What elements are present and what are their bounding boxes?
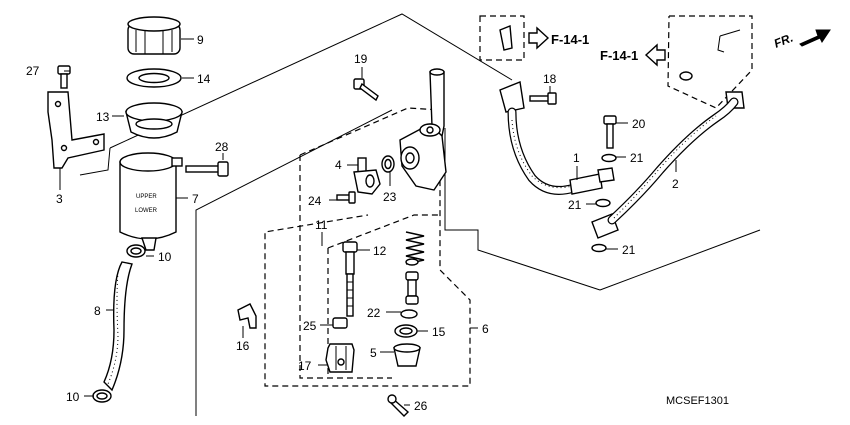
front-direction-arrow-icon — [799, 29, 831, 47]
dashed-group-outlines — [264, 15, 753, 387]
callout-6: 6 — [482, 322, 489, 336]
nut-part-25 — [332, 317, 348, 329]
callout-3: 3 — [56, 192, 63, 206]
callout-21-c: 21 — [622, 243, 636, 257]
cup-part-22 — [400, 309, 418, 319]
push-rod-part-12 — [342, 241, 358, 317]
bolt-part-28 — [185, 161, 229, 177]
callout-18: 18 — [543, 72, 557, 86]
callout-9: 9 — [197, 33, 204, 47]
front-direction-label: FR. — [772, 31, 795, 51]
callout-22: 22 — [367, 306, 381, 320]
hose-clip-lower — [92, 389, 112, 403]
callout-1: 1 — [573, 151, 580, 165]
reservoir-joint-part-4 — [353, 157, 381, 195]
callout-2: 2 — [672, 177, 679, 191]
callout-21-a: 21 — [630, 151, 644, 165]
bolt-part-20 — [603, 115, 617, 149]
reservoir-plate — [126, 68, 182, 88]
reservoir-upper-mark: UPPER — [136, 194, 157, 200]
callout-11: 11 — [315, 218, 328, 232]
callout-17: 17 — [298, 359, 312, 373]
o-ring-part-23 — [381, 155, 395, 173]
return-spring — [405, 231, 425, 265]
callout-28: 28 — [215, 140, 229, 154]
callout-20: 20 — [632, 117, 646, 131]
screw-part-24 — [336, 191, 356, 204]
bolt-part-18 — [529, 92, 557, 105]
reservoir-lower-mark: LOWER — [135, 208, 158, 214]
boot-part-5 — [393, 343, 421, 367]
banjo-fitting-icons — [499, 25, 741, 81]
reference-label-right: F-14-1 — [551, 32, 589, 47]
assembly-outline-lines — [79, 13, 761, 416]
callout-24: 24 — [308, 194, 322, 208]
front-direction-indicator: FR. — [772, 29, 831, 51]
callout-13: 13 — [96, 110, 110, 124]
reservoir-cap — [127, 16, 181, 55]
piston — [405, 258, 419, 305]
reference-label-left: F-14-1 — [600, 48, 638, 63]
reference-arrow-left: F-14-1 — [600, 43, 666, 67]
callout-numbers: 9 14 13 27 28 3 7 10 8 10 19 4 23 24 11 … — [26, 33, 679, 413]
clip-part-16 — [237, 303, 257, 329]
clevis-part-17 — [325, 343, 355, 373]
diagram-code: MCSEF1301 — [666, 395, 729, 407]
callout-10-lower: 10 — [66, 390, 80, 404]
callout-15: 15 — [432, 325, 446, 339]
callout-19: 19 — [354, 52, 368, 66]
hose-clip-upper — [126, 244, 146, 258]
callout-14: 14 — [197, 72, 211, 86]
brake-hose-part-1 — [499, 81, 615, 195]
callout-25: 25 — [303, 319, 317, 333]
brake-hose-part-2 — [591, 91, 745, 239]
callout-4: 4 — [335, 158, 342, 172]
sealing-washers-part-21 — [591, 153, 617, 253]
reference-arrow-right: F-14-1 — [528, 26, 589, 50]
callout-23: 23 — [383, 190, 397, 204]
master-cylinder-body — [399, 68, 447, 191]
callout-21-b: 21 — [568, 198, 582, 212]
bolt-part-27 — [57, 65, 71, 89]
callout-8: 8 — [94, 304, 101, 318]
callout-16: 16 — [236, 339, 250, 353]
reservoir-diaphragm — [125, 102, 183, 139]
callout-12: 12 — [373, 244, 387, 258]
reservoir-stay-bracket — [47, 91, 105, 169]
leader-lines — [59, 38, 677, 406]
callout-10-upper: 10 — [158, 250, 172, 264]
callout-5: 5 — [370, 346, 377, 360]
reservoir-body: UPPER LOWER — [119, 152, 183, 251]
cotter-pin-part-26 — [387, 394, 410, 417]
callout-7: 7 — [192, 192, 199, 206]
bolt-part-19 — [353, 78, 379, 102]
circlip-part-15 — [394, 324, 418, 338]
callout-27: 27 — [26, 64, 40, 78]
reservoir-hose — [103, 261, 133, 392]
callout-26: 26 — [414, 399, 428, 413]
